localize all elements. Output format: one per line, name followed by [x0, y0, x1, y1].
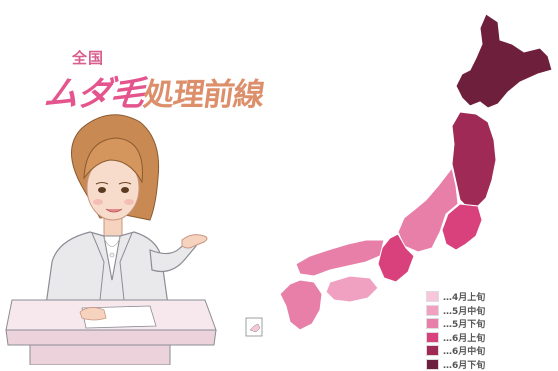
region-shikoku [326, 276, 378, 302]
legend-item: …6月中旬 [426, 344, 485, 358]
legend-item: …6月上旬 [426, 331, 485, 345]
region-tohoku [452, 112, 496, 208]
legend-item: …5月下旬 [426, 317, 485, 331]
legend-swatch [426, 318, 439, 329]
legend-label: …6月中旬 [443, 344, 485, 357]
legend-swatch [426, 305, 439, 316]
legend: …4月上旬…5月中旬…5月下旬…6月上旬…6月中旬…6月下旬 [426, 290, 485, 371]
region-hokkaido [456, 14, 552, 108]
legend-label: …4月上旬 [443, 290, 485, 303]
legend-label: …6月上旬 [443, 331, 485, 344]
legend-item: …5月中旬 [426, 304, 485, 318]
legend-label: …5月中旬 [443, 304, 485, 317]
region-chugoku [296, 240, 384, 276]
legend-item: …6月下旬 [426, 358, 485, 371]
legend-swatch [426, 332, 439, 343]
region-kyushu [280, 280, 322, 330]
legend-swatch [426, 359, 439, 370]
legend-label: …5月下旬 [443, 317, 485, 330]
legend-item: …4月上旬 [426, 290, 485, 304]
legend-label: …6月下旬 [443, 358, 485, 371]
legend-swatch [426, 291, 439, 302]
legend-swatch [426, 345, 439, 356]
region-okinawa [250, 324, 260, 332]
